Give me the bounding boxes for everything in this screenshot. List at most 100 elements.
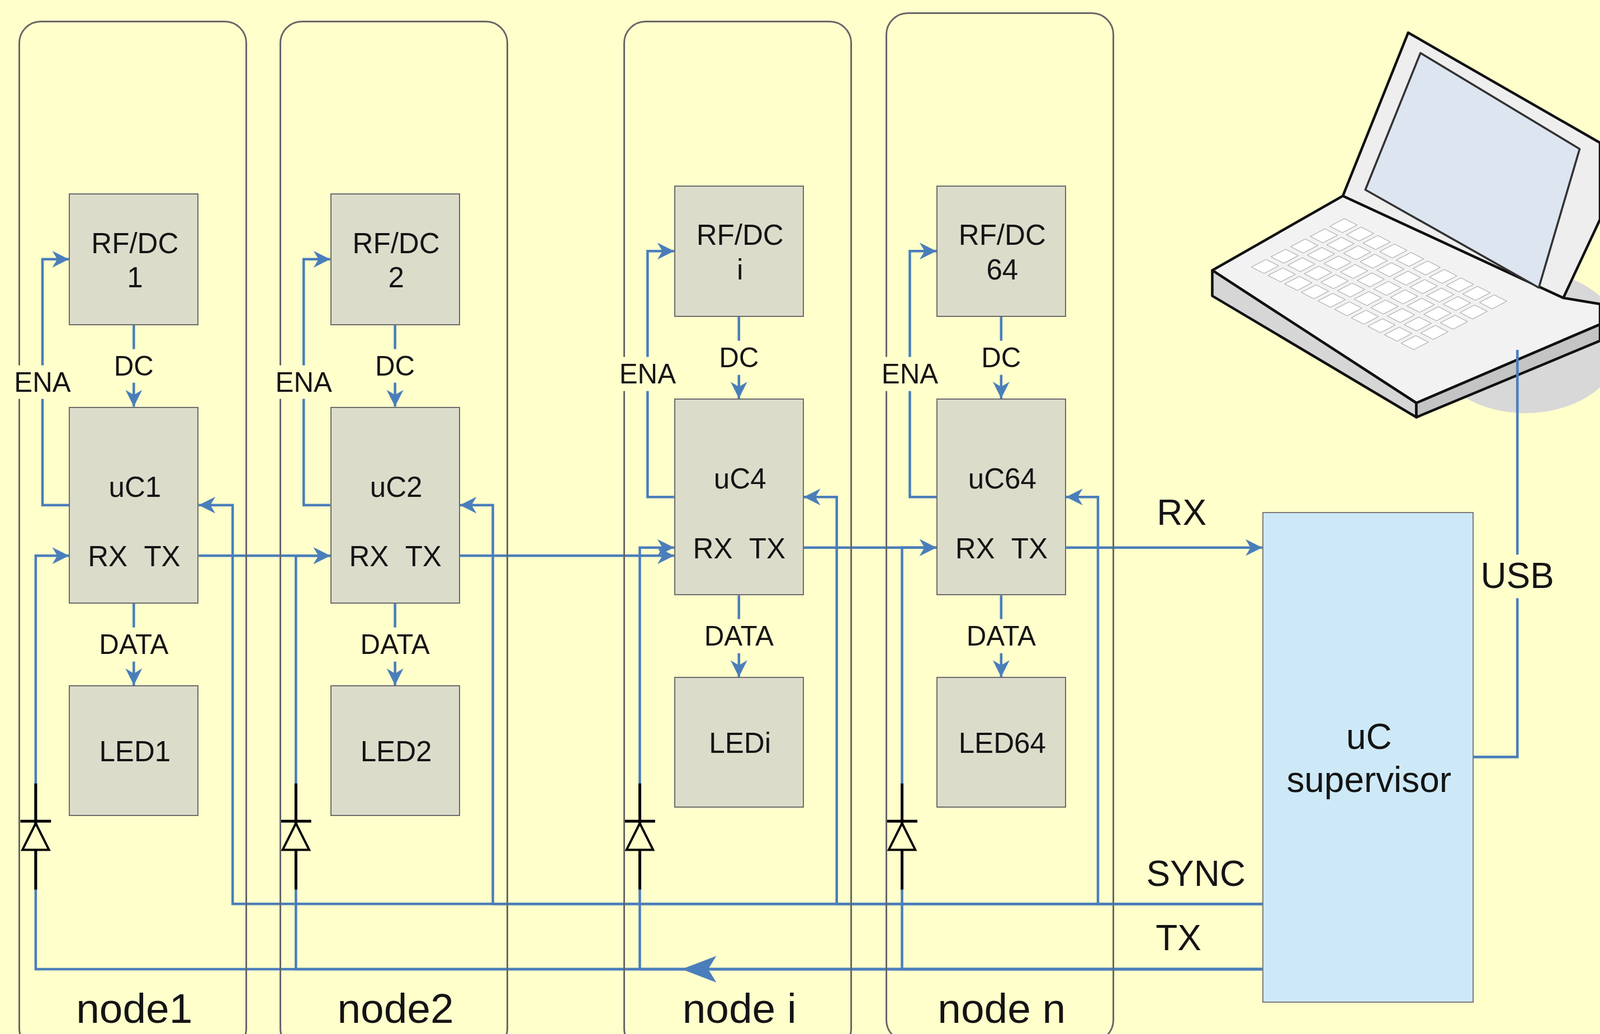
- signal-wire: [35, 555, 1263, 970]
- key: [1376, 262, 1405, 277]
- node-text: RX: [348, 541, 389, 574]
- signal-text: DATA: [966, 620, 1036, 652]
- signal-wire: [803, 496, 1263, 904]
- key: [1412, 261, 1441, 276]
- key: [1321, 274, 1349, 289]
- node-text: TX: [749, 532, 786, 565]
- signal-label: ENA: [878, 357, 942, 392]
- key: [1379, 244, 1408, 259]
- key: [1463, 286, 1491, 301]
- key: [1267, 267, 1296, 282]
- signal-wire: [1066, 496, 1263, 904]
- laptop-screen: [1365, 53, 1580, 288]
- node-text: uC64: [968, 463, 1037, 496]
- text-holder: RF/DC 64: [953, 218, 1052, 287]
- key: [1367, 318, 1396, 333]
- key: [1446, 277, 1474, 292]
- diode-symbol: [20, 783, 52, 891]
- node-text: uC1: [108, 471, 162, 504]
- text-holder: LED64: [944, 726, 1062, 761]
- signal-label: ENA: [10, 365, 74, 400]
- led-box: LEDi: [674, 677, 804, 808]
- converter-box: RF/DC 2: [330, 193, 461, 325]
- node-text: node1: [76, 985, 193, 1033]
- node-text: TX: [1011, 532, 1048, 565]
- signal-text: DC: [981, 342, 1021, 373]
- key: [1251, 259, 1279, 274]
- key: [1271, 249, 1299, 264]
- key: [1362, 235, 1391, 250]
- text-holder: uC4: [681, 462, 799, 497]
- key: [1393, 271, 1421, 286]
- signal-text: SYNC: [1146, 854, 1246, 895]
- signal-wire: [1066, 546, 1263, 549]
- signal-label: ENA: [272, 365, 336, 400]
- key: [1409, 279, 1438, 294]
- signal-wire: [295, 555, 1263, 970]
- node-text: RX: [693, 532, 733, 565]
- node-text: LED64: [958, 727, 1046, 760]
- signal-text: ENA: [619, 358, 676, 390]
- key: [1396, 252, 1424, 267]
- diode-symbol: [886, 783, 918, 891]
- text-holder: uC64: [944, 462, 1062, 497]
- key: [1370, 300, 1399, 315]
- text-holder: node1: [31, 983, 238, 1034]
- bus-label: USB: [1477, 555, 1557, 599]
- signal-label: ENA: [616, 357, 680, 392]
- text-holder: TX: [394, 540, 453, 575]
- node-text: RF/DC 64: [958, 219, 1046, 286]
- signal-text: ENA: [881, 358, 939, 390]
- text-holder: node i: [636, 983, 843, 1034]
- signal-text: ENA: [13, 366, 71, 397]
- key: [1360, 254, 1388, 269]
- microcontroller-box: uC64RXTX: [936, 398, 1067, 596]
- node-text: uC4: [713, 463, 767, 496]
- node-group: node2RF/DC 2uC2RXTXLED2: [279, 20, 509, 1034]
- text-holder: uC supervisor: [1274, 716, 1465, 802]
- text-holder: RF/DC 1: [86, 226, 184, 296]
- key: [1343, 245, 1371, 260]
- node-text: LED1: [98, 735, 171, 768]
- text-holder: LED2: [337, 734, 455, 769]
- key: [1340, 264, 1368, 279]
- text-holder: TX: [737, 531, 797, 566]
- key: [1429, 269, 1457, 284]
- text-holder: RX: [78, 540, 137, 575]
- key: [1384, 327, 1412, 342]
- key: [1423, 306, 1452, 321]
- led-box: LED2: [330, 685, 461, 817]
- key: [1337, 282, 1366, 297]
- key: [1326, 237, 1355, 252]
- signal-wire: [460, 505, 1263, 904]
- led-box: LED1: [68, 685, 199, 817]
- node-text: RF/DC 1: [91, 227, 179, 294]
- key: [1354, 291, 1382, 306]
- node-text: uC supervisor: [1286, 717, 1452, 801]
- node-text: RX: [87, 541, 128, 574]
- bus-text: USB: [1480, 556, 1554, 597]
- signal-label: DATA: [701, 619, 778, 654]
- signal-text: DC: [718, 342, 759, 373]
- converter-box: RF/DC i: [674, 185, 804, 317]
- node-text: node i: [682, 985, 797, 1033]
- key: [1351, 310, 1379, 325]
- text-holder: uC2: [337, 470, 455, 505]
- key: [1459, 305, 1488, 320]
- text-holder: RX: [339, 540, 399, 575]
- key: [1404, 316, 1432, 331]
- text-holder: RF/DC 2: [347, 226, 446, 296]
- text-holder: RF/DC i: [691, 218, 789, 287]
- text-holder: uC1: [76, 470, 194, 505]
- key: [1334, 301, 1362, 316]
- diode-symbol: [624, 783, 656, 891]
- text-holder: RX: [945, 531, 1005, 566]
- node-text: TX: [143, 541, 181, 574]
- signal-text: DC: [375, 349, 415, 381]
- signal-label: DATA: [95, 627, 172, 662]
- key: [1357, 272, 1385, 287]
- signal-text: DATA: [360, 628, 430, 660]
- key: [1407, 298, 1435, 313]
- node-group: node1 RF/DC 1 uC1RX TX LED1: [18, 20, 248, 1034]
